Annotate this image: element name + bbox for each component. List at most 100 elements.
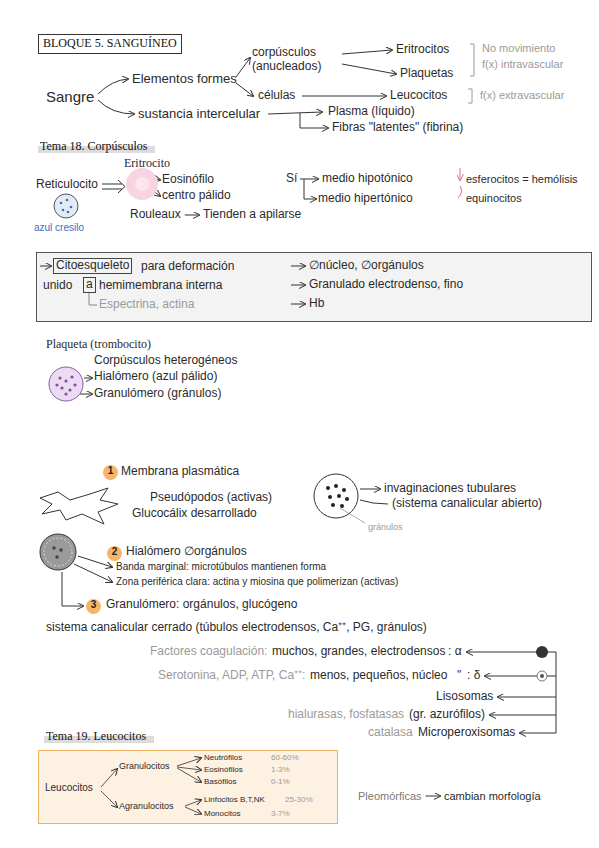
note-text: : δ bbox=[467, 669, 480, 683]
node-text: hemimembrana interna bbox=[99, 279, 222, 293]
node-text: unido bbox=[43, 279, 72, 293]
granule-symbol bbox=[540, 674, 544, 678]
note-text: células bbox=[258, 89, 295, 103]
note-text: gránulos bbox=[368, 522, 403, 532]
reticulocyte-figure bbox=[54, 194, 78, 218]
note-text: Eritrocito bbox=[124, 157, 170, 171]
erythrocyte-figure bbox=[126, 168, 158, 200]
node-text: 1-3% bbox=[271, 765, 290, 774]
note-text: corpúsculos (anucleados) bbox=[252, 46, 342, 74]
note-text: cambian morfología bbox=[444, 790, 541, 803]
note-text: Plaqueta (trombocito) bbox=[46, 338, 151, 352]
node-text: BLOQUE 5. SANGUÍNEO bbox=[43, 37, 177, 51]
note-box: para deformación unido hemimembrana intern… bbox=[36, 252, 592, 322]
note-text: Pleomórficas bbox=[358, 790, 422, 803]
arrow-line bbox=[185, 215, 199, 216]
note-text: Serotonina, ADP, ATP, Ca⁺⁺: bbox=[158, 669, 305, 683]
node-text: 3 bbox=[86, 599, 101, 611]
note-text: medio hipotónico bbox=[322, 172, 413, 186]
arrow-line bbox=[426, 796, 440, 797]
node-text: Tema 18. Corpúsculos bbox=[40, 140, 147, 154]
note-text: No movimiento bbox=[482, 42, 555, 55]
node-text: Granulado electrodenso, fino bbox=[309, 278, 463, 292]
title-box: BLOQUE 5. SANGUÍNEO bbox=[38, 34, 182, 54]
note-text: Sí bbox=[286, 172, 297, 186]
note-text: Membrana plasmática bbox=[121, 465, 239, 479]
hyalomere-figure bbox=[40, 534, 76, 570]
note-text: " bbox=[457, 669, 461, 683]
note-text: (sistema canalicular abierto) bbox=[392, 497, 542, 511]
note-text: Reticulocito bbox=[36, 178, 98, 192]
note-text: Rouleaux bbox=[130, 208, 181, 222]
node-text: Espectrina, actina bbox=[99, 298, 194, 312]
note-text: medio hipertónico bbox=[318, 192, 413, 206]
note-text: (gr. azurófilos) bbox=[409, 708, 485, 722]
node-text: Neutrófilos bbox=[204, 753, 242, 762]
node-text: Leucocitos bbox=[45, 782, 93, 794]
node-text: 25-30% bbox=[285, 795, 313, 804]
granule-symbol bbox=[536, 646, 548, 658]
note-text: sustancia intercelular bbox=[138, 107, 260, 122]
arrow-line bbox=[556, 652, 557, 733]
node-text: 3-7% bbox=[271, 809, 290, 818]
arrow-line bbox=[490, 715, 556, 716]
tree-lines bbox=[40, 44, 474, 606]
note-text: Granulómero: orgánulos, glucógeno bbox=[106, 598, 297, 612]
note-text: azul cresilo bbox=[34, 222, 84, 234]
granule-symbol bbox=[537, 671, 547, 681]
note-text: Lisosomas bbox=[436, 690, 493, 704]
callout-number: 1 bbox=[103, 465, 118, 480]
note-text: centro pálido bbox=[162, 189, 231, 203]
note-text: Leucocitos bbox=[390, 89, 447, 103]
note-text: Banda marginal: microtúbulos mantienen f… bbox=[116, 561, 326, 573]
note-text: equinocitos bbox=[466, 192, 522, 205]
node-text: 60-60% bbox=[271, 753, 299, 762]
note-text: invaginaciones tubulares bbox=[384, 482, 516, 496]
note-text: Plasma (líquido) bbox=[328, 105, 415, 119]
note-text: Granulómero (gránulos) bbox=[94, 387, 221, 401]
node-text: 1 bbox=[103, 465, 118, 477]
note-text: Microperoxisomas bbox=[418, 726, 515, 740]
note-text: esferocitos = hemólisis bbox=[466, 173, 578, 186]
note-text: Sangre bbox=[46, 88, 94, 105]
node-text: 2 bbox=[107, 546, 122, 558]
note-text: Pseudópodos (activas) bbox=[150, 491, 272, 505]
node-text: Linfocitos B,T,NK bbox=[204, 795, 265, 804]
note-text: f(x) extravascular bbox=[480, 89, 564, 102]
callout-number: 2 bbox=[107, 546, 122, 561]
node-text: Tema 19. Leucocitos bbox=[46, 730, 146, 744]
note-text: Fibras "latentes" (fibrina) bbox=[332, 121, 463, 135]
arrow-line bbox=[520, 733, 556, 734]
note-text: Eosinófilo bbox=[162, 173, 214, 187]
section-heading: Tema 18. Corpúsculos bbox=[38, 140, 155, 154]
note-text: Glucocálix desarrollado bbox=[132, 507, 257, 521]
note-text: muchos, grandes, electrodensos bbox=[272, 645, 445, 659]
boxed-word: a bbox=[83, 277, 96, 293]
note-text: Tienden a apilarse bbox=[203, 208, 301, 222]
arrow-line bbox=[498, 697, 556, 698]
section-heading: Tema 19. Leucocitos bbox=[44, 730, 154, 744]
node-text: a bbox=[86, 278, 93, 292]
node-text: Granulocitos bbox=[119, 761, 170, 771]
node-text: Hb bbox=[309, 297, 324, 311]
note-text: hialurasas, fosfatasas bbox=[288, 708, 404, 722]
note-text: Eritrocitos bbox=[396, 43, 449, 57]
node-text: Eosinófilos bbox=[204, 765, 243, 774]
note-text: Zona periférica clara: actina y miosina … bbox=[116, 576, 398, 588]
note-text: Plaquetas bbox=[400, 67, 453, 81]
note-text: Corpúsculos heterogéneos bbox=[94, 354, 237, 368]
node-text: Agranulocitos bbox=[119, 801, 174, 811]
note-text: Elementos formes bbox=[132, 72, 237, 87]
node-text: Monocitos bbox=[204, 809, 240, 818]
note-text: menos, pequeños, núcleo bbox=[310, 669, 447, 683]
node-text: para deformación bbox=[141, 260, 234, 274]
node-text: ∅núcleo, ∅orgánulos bbox=[309, 259, 424, 273]
note-text: : α bbox=[448, 645, 462, 659]
note-text: Factores coagulación: bbox=[150, 645, 267, 659]
ocs-figure bbox=[314, 474, 358, 518]
classification-box: Leucocitos Granulocitos Neutrófilos 60-60% E… bbox=[38, 750, 338, 824]
note-text: Hialómero (azul pálido) bbox=[94, 370, 217, 384]
note-text: sistema canalicular cerrado (túbulos ele… bbox=[46, 621, 427, 635]
callout-number: 3 bbox=[86, 599, 101, 614]
